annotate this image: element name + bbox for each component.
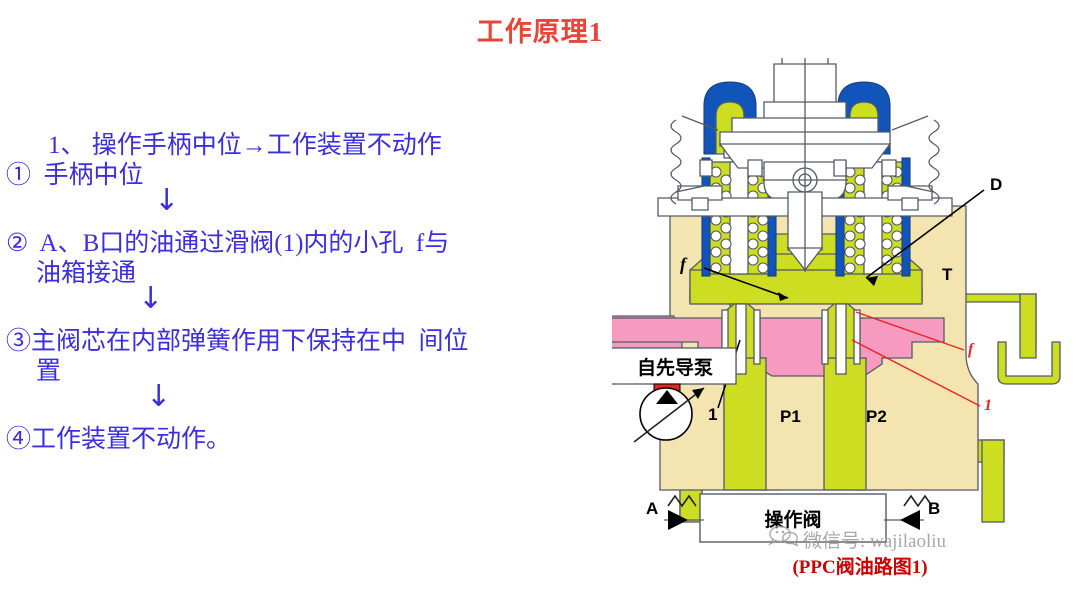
flow-arrow-3-row: ↓	[6, 382, 616, 426]
leader-one-right	[851, 339, 981, 407]
pilot-spring-chamber-left	[701, 157, 777, 277]
label-T: T	[942, 265, 953, 284]
flow-arrow-2-row: ↓	[6, 284, 616, 328]
label-one-left: 1	[708, 405, 717, 424]
page-title: 工作原理1	[476, 17, 604, 47]
control-valve-label: 操作阀	[764, 509, 822, 531]
label-A: A	[646, 499, 658, 518]
pilot-pump-symbol	[612, 347, 737, 443]
spool-stem-detail	[721, 303, 861, 375]
pump-label: 自先导泵	[636, 357, 713, 379]
text-step-2-continuation: 油箱接通	[36, 260, 137, 287]
text-step-3-continuation: 置	[36, 358, 62, 385]
label-P2: P2	[866, 407, 887, 426]
label-f-left: f	[680, 254, 688, 274]
leader-D	[865, 189, 985, 279]
down-arrow-icon: ↓	[154, 183, 180, 218]
explanation-text-block: 1、 操作手柄中位→工作装置不动作 ① 手柄中位 ↓ ② A、B口的油通过滑阀(…	[6, 132, 616, 454]
diagram-caption: (PPC阀油路图1)	[792, 557, 928, 578]
leader-f-left	[703, 267, 789, 299]
label-f-right: f	[968, 341, 975, 358]
valve-upper-housing	[657, 58, 953, 272]
down-arrow-icon: ↓	[146, 379, 172, 414]
control-valve-symbol	[664, 493, 933, 543]
label-P1: P1	[780, 407, 801, 426]
label-D: D	[990, 175, 1002, 194]
text-step-2: ② A、B口的油通过滑阀(1)内的小孔 f与	[6, 230, 450, 257]
text-step-4: ④工作装置不动作。	[6, 426, 232, 453]
text-step-3: ③主阀芯在内部弹簧作用下保持在中 间位	[6, 328, 469, 355]
leader-f-right	[855, 311, 965, 351]
flow-arrow-1-row: ↓	[6, 186, 616, 230]
watermark: 微信号: wajilaoliu	[768, 525, 946, 553]
down-arrow-icon: ↓	[138, 281, 164, 316]
text-heading: 1、 操作手柄中位→工作装置不动作	[48, 132, 442, 159]
pilot-spring-chamber-right	[835, 157, 911, 277]
label-one-right: 1	[984, 397, 992, 414]
label-B: B	[928, 499, 940, 518]
wechat-icon	[768, 525, 800, 553]
ppc-valve-hydraulic-diagram: .ln { fill:none; stroke:#555a66; stroke-…	[612, 58, 1080, 548]
watermark-text: 微信号: wajilaoliu	[803, 530, 947, 552]
text-step-1: ① 手柄中位	[6, 162, 144, 189]
